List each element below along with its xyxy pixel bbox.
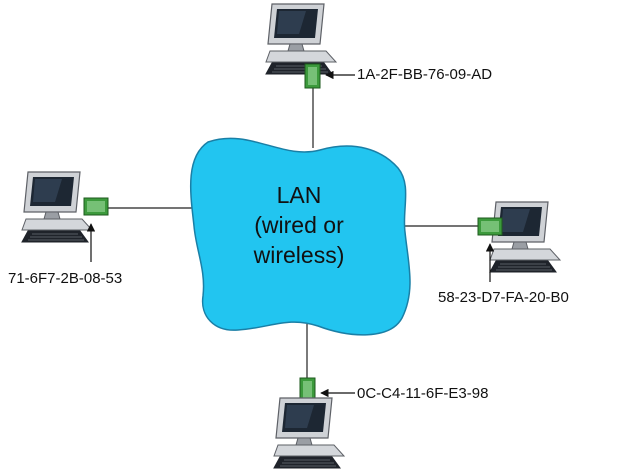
host-bottom — [273, 377, 355, 469]
lan-line-2: (wired or — [254, 212, 344, 238]
computer-icon — [273, 397, 345, 469]
computer-icon — [21, 171, 93, 243]
computer-icon — [489, 201, 561, 273]
lan-line-3: wireless) — [253, 242, 345, 268]
mac-label-right: 58-23-D7-FA-20-B0 — [438, 289, 569, 306]
host-top — [265, 3, 355, 89]
host-left — [21, 171, 109, 262]
mac-label-top: 1A-2F-BB-76-09-AD — [357, 66, 493, 83]
mac-label-left: 71-6F7-2B-08-53 — [8, 270, 123, 287]
computer-icon — [265, 3, 337, 75]
mac-label-bottom: 0C-C4-11-6F-E3-98 — [357, 385, 489, 402]
lan-title: LAN (wired or wireless) — [219, 180, 379, 270]
host-right — [477, 201, 561, 282]
lan-cloud — [189, 137, 411, 336]
lan-line-1: LAN — [276, 182, 322, 208]
